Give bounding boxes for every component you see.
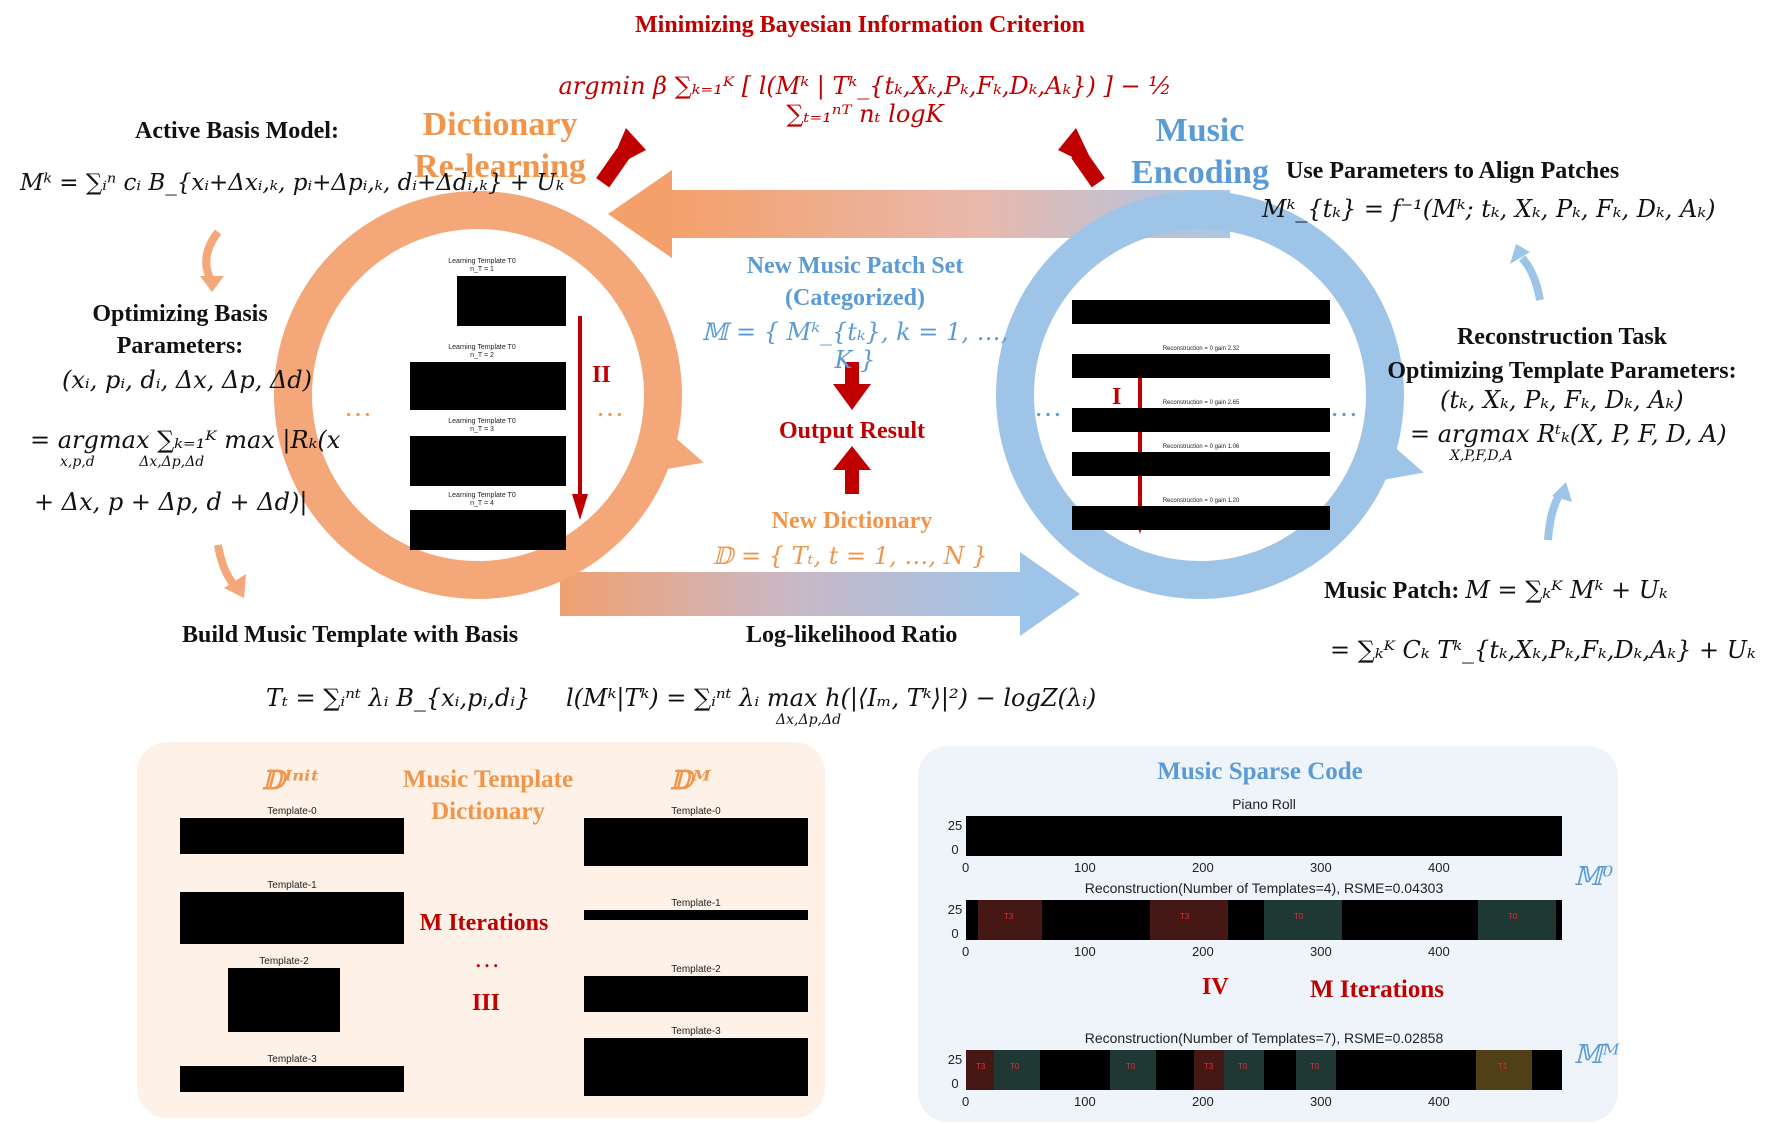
blue-curve-arrow-2 [1544,491,1564,541]
blue-dots-left: … [1034,392,1062,423]
box-2-2: T0 [1110,1050,1156,1090]
box-2-5: T0 [1296,1050,1336,1090]
top-band-arrowhead [608,170,672,258]
learning-template-stack: Learning Template T0 n_T = 1 Learning Te… [398,258,566,558]
recon-params: (tₖ, Xₖ, Pₖ, Fₖ, Dₖ, Aₖ) [1440,386,1684,414]
roman-II: II [592,362,611,388]
recon-2-plot: T3 T0 T0 T3 T0 T0 T1 [966,1050,1562,1090]
piano-roll-plot [966,816,1562,856]
reconstruction-stack: Reconstruction = 0 gain 2.32 Reconstruct… [1072,292,1332,542]
learning-plot-2 [410,362,566,410]
orange-dots-right: … [596,392,624,423]
sparse-code-title: Music Sparse Code [1157,758,1363,785]
m-template-1 [584,910,808,920]
active-basis-formula: Mᵏ = ∑ᵢⁿ cᵢ B_{xᵢ+Δxᵢ,ₖ, pᵢ+Δpᵢ,ₖ, dᵢ+Δd… [20,170,565,196]
new-dictionary-title: New Dictionary [771,508,933,534]
orange-curve-arrow-2 [214,544,238,588]
m0-label: 𝕄⁰ [1574,862,1614,892]
learning-plot-1 [410,276,566,326]
roman-III: III [471,990,501,1016]
orange-curve-arrow-1 [202,229,222,285]
encoding-cycle-ring [996,191,1404,599]
recon-title: Reconstruction Task Optimizing Template … [1387,324,1737,384]
box-2-0: T3 [966,1050,994,1090]
bottom-band-arrowhead [1020,552,1080,636]
init-template-0 [180,818,404,854]
bic-title: Minimizing Bayesian Information Criterio… [635,12,1085,38]
recon-plot-4 [1072,506,1330,530]
d-init-label: 𝔻ᴵⁿⁱᵗ [262,766,320,796]
dictionary-cycle-ring [274,191,682,599]
llr-formula: l(Mᵏ|Tᵏ) = ∑ᵢⁿᵗ λᵢ max h(|⟨Iₘ, Tᵏ⟩|²) − … [566,684,1097,712]
roman-I: I [1112,384,1122,410]
d-m-label: 𝔻ᴹ [670,766,711,796]
blue-curve-arrow-1 [1518,255,1544,301]
build-template-title: Build Music Template with Basis [182,622,519,648]
build-template-formula: Tₜ = ∑ᵢⁿᵗ λᵢ B_{xᵢ,pᵢ,dᵢ} [266,684,531,712]
align-formula: Mᵏ_{tₖ} = f⁻¹(Mᵏ; tₖ, Xₖ, Pₖ, Fₖ, Dₖ, Aₖ… [1262,195,1716,223]
blue-ring-arrowhead [1344,430,1424,487]
orange-dots-left: … [344,392,372,423]
bottom-band-arrow [560,572,1020,616]
template-dict-title: Music Template Dictionary [402,766,574,825]
box-2-4: T0 [1224,1050,1264,1090]
align-title: Use Parameters to Align Patches [1286,158,1620,184]
optimizing-formula-line2: + Δx, p + Δp, d + Δd)| [34,488,308,516]
init-template-3 [180,1066,404,1092]
mM-label: 𝕄ᴹ [1574,1040,1620,1070]
llr-title: Log-likelihood Ratio [746,622,958,648]
output-result: Output Result [778,418,926,444]
optimizing-params: (xᵢ, pᵢ, dᵢ, Δx, Δp, Δd) [62,366,313,394]
sparse-m-iterations: M Iterations [1310,976,1444,1003]
orange-ring-arrowhead [624,420,704,477]
box-1-0: T3 [978,900,1042,940]
optimizing-basis-title: Optimizing Basis Parameters: [92,301,268,359]
optimizing-formula-line1: = argmax ∑ₖ₌₁ᴷ max |Rₖ(x [30,426,341,454]
dict-m-iterations: M Iterations [419,910,549,936]
red-arrow-II [572,494,588,520]
music-encoding-label: Music Encoding [1131,112,1269,191]
box-1-3: T0 [1478,900,1556,940]
recon-plot-0 [1072,300,1330,324]
recon-1-plot: T3 T3 T0 T0 [966,900,1562,940]
box-2-3: T3 [1194,1050,1224,1090]
init-template-1 [180,892,404,944]
learning-plot-3 [410,436,566,486]
recon-plot-1 [1072,354,1330,378]
patch-set-title: New Music Patch Set (Categorized) [746,253,964,311]
m-template-0 [584,818,808,866]
music-patch-line: Music Patch: M = ∑ₖᴷ Mᵏ + Uₖ [1324,576,1668,604]
optimizing-formula-sub: x,p,d Δx,Δp,Δd [60,454,205,470]
dict-dots: … [474,944,500,973]
patch-set-formula: 𝕄 = { Mᵏ_{tₖ}, k = 1, …, K } [701,318,1009,374]
box-2-6: T1 [1476,1050,1532,1090]
recon-plot-3 [1072,452,1330,476]
llr-sub: Δx,Δp,Δd [776,712,842,728]
bic-formula: argmin β ∑ₖ₌₁ᴷ [ l(Mᵏ | Tᵏ_{tₖ,Xₖ,Pₖ,Fₖ,… [558,72,1172,128]
m-template-2 [584,976,808,1012]
active-basis-title: Active Basis Model: [135,118,339,144]
red-arrow-up-center [833,446,871,470]
red-arrow-down-center [833,384,871,410]
roman-IV: IV [1202,974,1229,1000]
init-template-2 [228,968,340,1032]
box-1-1: T3 [1150,900,1228,940]
music-patch-formula-2: = ∑ₖᴷ Cₖ Tᵏ_{tₖ,Xₖ,Pₖ,Fₖ,Dₖ,Aₖ} + Uₖ [1330,636,1756,664]
learning-plot-4 [410,510,566,550]
blue-dots-right: … [1330,392,1358,423]
recon-formula: = argmax Rᵗₖ(X, P, F, D, A) [1410,420,1727,448]
box-2-1: T0 [994,1050,1040,1090]
m-template-3 [584,1038,808,1096]
box-1-2: T0 [1264,900,1342,940]
new-dictionary-formula: 𝔻 = { Tₜ, t = 1, …, N } [712,542,988,570]
recon-formula-sub: X,P,F,D,A [1450,448,1513,464]
dictionary-relearning-label: Dictionary Re-learning [414,106,586,185]
recon-plot-2 [1072,408,1330,432]
